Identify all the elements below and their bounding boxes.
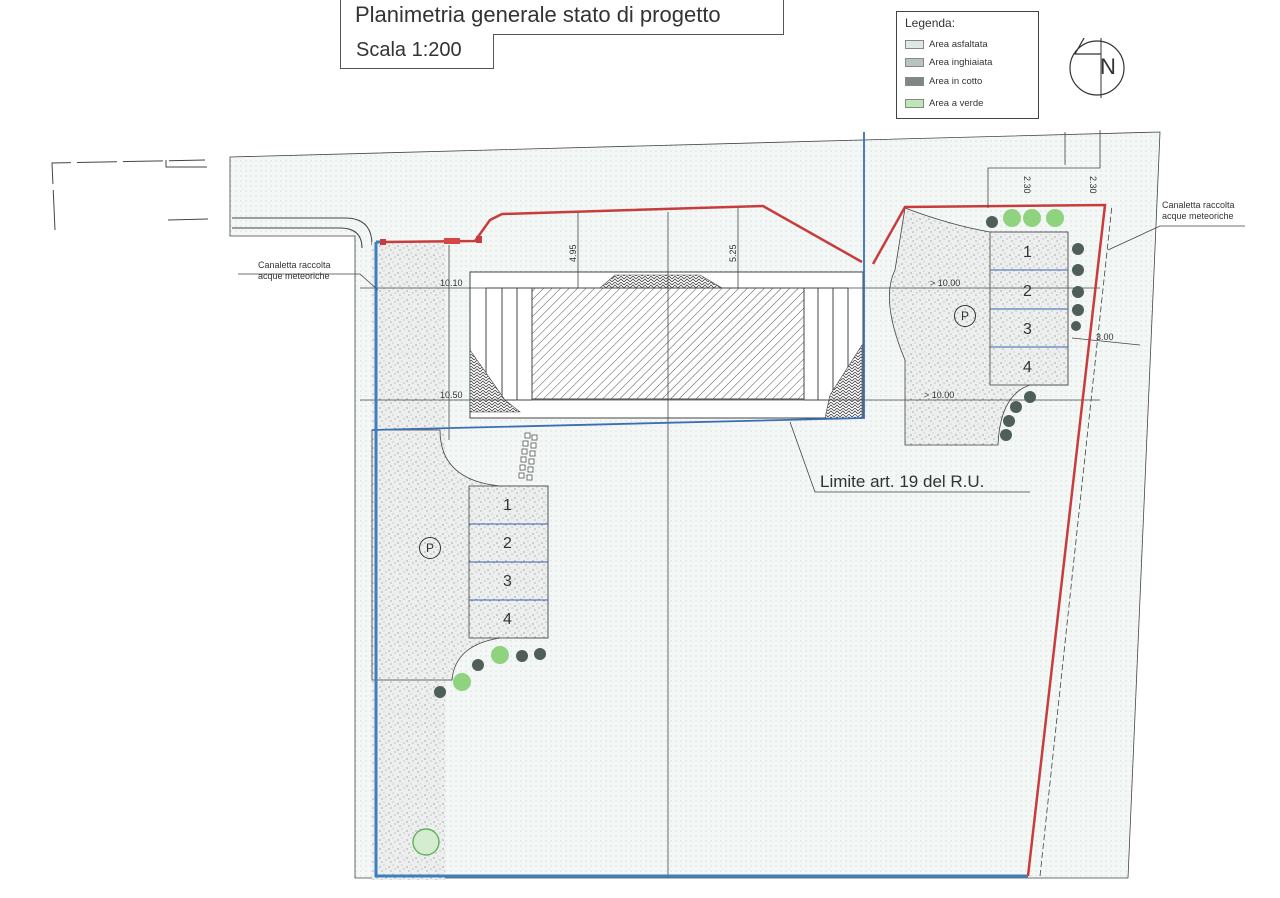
dim-5-25: 5.25 xyxy=(728,244,738,262)
dim-10-10: 10.10 xyxy=(440,278,463,288)
parking-slot-left-4: 4 xyxy=(503,611,512,628)
site-boundary-blue xyxy=(374,242,1028,878)
drawing-title: Planimetria generale stato di progetto xyxy=(355,2,721,27)
scale-box: Scala 1:200 xyxy=(340,34,494,69)
limite-label: Limite art. 19 del R.U. xyxy=(820,472,985,491)
asphalt-swatch-icon xyxy=(905,40,924,49)
legend-heading: Legenda: xyxy=(905,16,956,30)
parking-symbol-left: P xyxy=(419,537,441,559)
dim-gt-10-bottom: > 10.00 xyxy=(924,390,955,400)
legend-item-cotto: Area in cotto xyxy=(905,76,982,87)
parking-slot-right-1: 1 xyxy=(1023,244,1032,261)
right-parking-area xyxy=(889,207,1069,446)
legend-item-green: Area a verde xyxy=(905,98,983,109)
parking-slot-right-4: 4 xyxy=(1023,359,1032,376)
parking-slot-left-3: 3 xyxy=(503,573,512,590)
title-box: Planimetria generale stato di progetto xyxy=(340,0,784,35)
canaletta-left-label: Canaletta raccolta acque meteoriche xyxy=(258,260,331,281)
parking-slot-left-2: 2 xyxy=(503,535,512,552)
canaletta-right-label: Canaletta raccolta acque meteoriche xyxy=(1162,200,1235,221)
dim-4-95: 4.95 xyxy=(568,244,578,262)
gravel-swatch-icon xyxy=(905,58,924,67)
tree-icon xyxy=(412,828,440,856)
shrubs xyxy=(412,209,1084,856)
north-arrow: N xyxy=(1062,7,1128,98)
fence-red-right xyxy=(871,203,1107,877)
dim-gt-10-top: > 10.00 xyxy=(930,278,961,288)
drawing-scale: Scala 1:200 xyxy=(356,39,462,61)
legend-item-asphalt: Area asfaltata xyxy=(905,39,988,50)
parking-slot-right-3: 3 xyxy=(1023,321,1032,338)
parking-slot-left-1: 1 xyxy=(503,497,512,514)
dim-10-50: 10.50 xyxy=(440,390,463,400)
dim-2-30-a: 2.30 xyxy=(1022,176,1032,194)
legend-item-gravel: Area inghiaiata xyxy=(905,57,992,68)
parking-symbol-right: P xyxy=(954,305,976,327)
legend: Legenda: Area asfaltata Area inghiaiata … xyxy=(896,11,1039,119)
cotto-swatch-icon xyxy=(905,77,924,86)
dim-2-30-b: 2.30 xyxy=(1088,176,1098,194)
north-label: N xyxy=(1100,54,1116,79)
parking-slot-right-2: 2 xyxy=(1023,283,1032,300)
green-swatch-icon xyxy=(905,99,924,108)
dim-3-00: 3.00 xyxy=(1096,332,1114,342)
limit-line xyxy=(371,132,865,431)
